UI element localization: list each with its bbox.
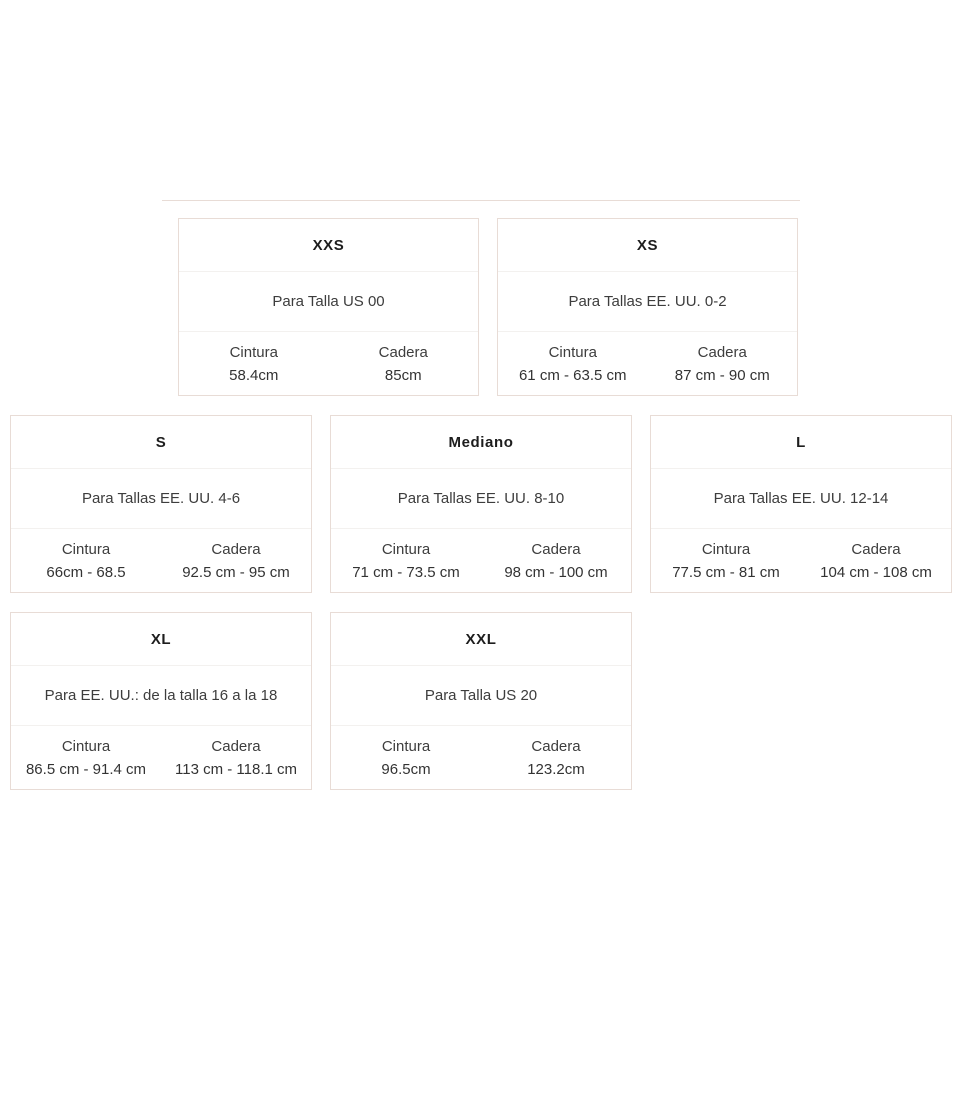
card-divider [331, 725, 631, 726]
card-divider [651, 528, 951, 529]
hip-measure: Cadera 123.2cm [481, 735, 631, 781]
measure-value: 87 cm - 90 cm [674, 366, 770, 384]
measure-value: 66cm - 68.5 [46, 563, 126, 581]
size-card: XS Para Tallas EE. UU. 0-2 Cintura 61 cm… [497, 218, 798, 396]
size-card-description: Para Tallas EE. UU. 12-14 [713, 490, 889, 507]
measurements-section: Cintura 61 cm - 63.5 cm Cadera 87 cm - 9… [498, 332, 797, 395]
waist-measure: Cintura 58.4cm [179, 341, 329, 387]
size-card-description: Para Talla US 20 [424, 687, 538, 704]
measure-label: Cadera [851, 540, 901, 558]
measure-value: 86.5 cm - 91.4 cm [25, 760, 147, 778]
measure-label: Cintura [548, 343, 597, 361]
measure-value: 77.5 cm - 81 cm [672, 563, 780, 581]
measure-label: Cadera [531, 737, 581, 755]
card-divider [179, 271, 478, 272]
measure-value: 58.4cm [229, 366, 279, 384]
measurements-section: Cintura 58.4cm Cadera 85cm [179, 332, 478, 395]
measure-label: Cadera [211, 737, 261, 755]
size-card-title: XS [636, 236, 659, 254]
size-card-title: XXS [312, 236, 345, 254]
size-card: XXL Para Talla US 20 Cintura 96.5cm Cade… [330, 612, 632, 790]
size-card: XL Para EE. UU.: de la talla 16 a la 18 … [10, 612, 312, 790]
measure-value: 98 cm - 100 cm [504, 563, 608, 581]
size-card-row-1: XXS Para Talla US 00 Cintura 58.4cm Cade… [178, 218, 798, 396]
measurements-section: Cintura 77.5 cm - 81 cm Cadera 104 cm - … [651, 529, 951, 592]
measure-value: 71 cm - 73.5 cm [352, 563, 460, 581]
measure-label: Cintura [229, 343, 278, 361]
size-card-description: Para Talla US 00 [272, 293, 385, 310]
waist-measure: Cintura 66cm - 68.5 [11, 538, 161, 584]
waist-measure: Cintura 71 cm - 73.5 cm [331, 538, 481, 584]
measure-label: Cintura [61, 540, 111, 558]
measurements-section: Cintura 86.5 cm - 91.4 cm Cadera 113 cm … [11, 726, 311, 789]
size-card-title: XXL [465, 630, 497, 648]
card-divider [498, 331, 797, 332]
size-card: Mediano Para Tallas EE. UU. 8-10 Cintura… [330, 415, 632, 593]
measure-value: 96.5cm [381, 760, 431, 778]
size-card-row-3: XL Para EE. UU.: de la talla 16 a la 18 … [10, 612, 632, 790]
card-divider [331, 468, 631, 469]
card-divider [11, 665, 311, 666]
hip-measure: Cadera 87 cm - 90 cm [648, 341, 798, 387]
measure-label: Cadera [211, 540, 261, 558]
card-divider [11, 468, 311, 469]
card-divider [11, 725, 311, 726]
measure-label: Cintura [701, 540, 751, 558]
waist-measure: Cintura 86.5 cm - 91.4 cm [11, 735, 161, 781]
size-card-description: Para EE. UU.: de la talla 16 a la 18 [44, 687, 278, 704]
waist-measure: Cintura 77.5 cm - 81 cm [651, 538, 801, 584]
size-card-description: Para Tallas EE. UU. 8-10 [397, 490, 565, 507]
measure-value: 61 cm - 63.5 cm [518, 366, 627, 384]
size-card-title: XL [150, 630, 172, 648]
card-divider [498, 271, 797, 272]
section-top-divider [162, 200, 800, 201]
size-card-description: Para Tallas EE. UU. 0-2 [568, 293, 727, 310]
size-card: S Para Tallas EE. UU. 4-6 Cintura 66cm -… [10, 415, 312, 593]
measure-label: Cadera [378, 343, 428, 361]
card-divider [331, 528, 631, 529]
measure-label: Cintura [381, 737, 431, 755]
measure-value: 113 cm - 118.1 cm [175, 760, 297, 778]
card-divider [11, 528, 311, 529]
measurements-section: Cintura 66cm - 68.5 Cadera 92.5 cm - 95 … [11, 529, 311, 592]
size-card-title: S [155, 433, 167, 451]
measure-label: Cintura [61, 737, 111, 755]
measure-value: 92.5 cm - 95 cm [182, 563, 290, 581]
measurements-section: Cintura 71 cm - 73.5 cm Cadera 98 cm - 1… [331, 529, 631, 592]
hip-measure: Cadera 98 cm - 100 cm [481, 538, 631, 584]
waist-measure: Cintura 61 cm - 63.5 cm [498, 341, 648, 387]
size-card-row-2: S Para Tallas EE. UU. 4-6 Cintura 66cm -… [10, 415, 952, 593]
measurements-section: Cintura 96.5cm Cadera 123.2cm [331, 726, 631, 789]
card-divider [331, 665, 631, 666]
measure-value: 123.2cm [527, 760, 585, 778]
measure-label: Cintura [381, 540, 431, 558]
size-card-title: Mediano [448, 433, 514, 451]
hip-measure: Cadera 92.5 cm - 95 cm [161, 538, 311, 584]
size-card: XXS Para Talla US 00 Cintura 58.4cm Cade… [178, 218, 479, 396]
hip-measure: Cadera 85cm [329, 341, 479, 387]
measure-label: Cadera [697, 343, 747, 361]
card-divider [179, 331, 478, 332]
hip-measure: Cadera 104 cm - 108 cm [801, 538, 951, 584]
size-card-description: Para Tallas EE. UU. 4-6 [81, 490, 241, 507]
size-card: L Para Tallas EE. UU. 12-14 Cintura 77.5… [650, 415, 952, 593]
card-divider [651, 468, 951, 469]
waist-measure: Cintura 96.5cm [331, 735, 481, 781]
hip-measure: Cadera 113 cm - 118.1 cm [161, 735, 311, 781]
size-card-title: L [796, 433, 806, 451]
measure-label: Cadera [531, 540, 581, 558]
measure-value: 104 cm - 108 cm [820, 563, 932, 581]
measure-value: 85cm [384, 366, 422, 384]
